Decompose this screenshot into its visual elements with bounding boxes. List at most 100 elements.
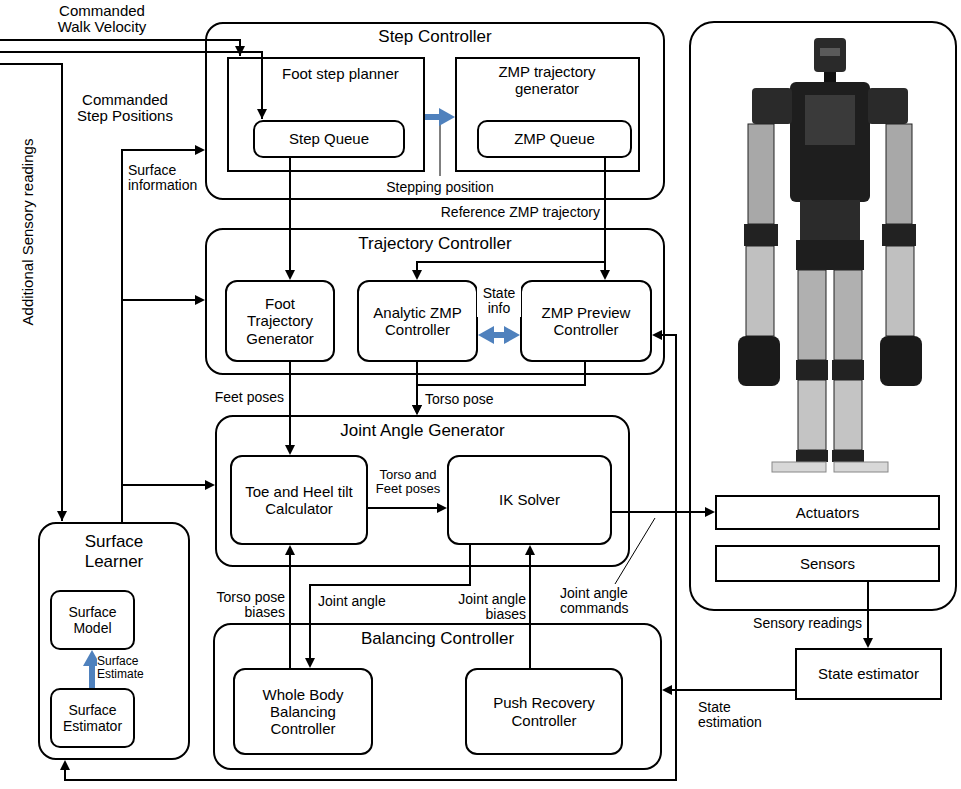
block-arrow — [494, 332, 504, 338]
robot-head — [814, 38, 846, 72]
edge-label: Surface information — [128, 163, 203, 194]
edge-label: Stepping position — [386, 180, 493, 195]
label-holder: Commanded Walk Velocity — [48, 3, 156, 36]
connector-arrow — [289, 158, 291, 270]
edge-label-holder: Surface Estimate — [97, 655, 153, 682]
connector-arrow — [122, 300, 195, 522]
group-box: Foot step plannerStep Queue — [227, 57, 425, 172]
edge-label-holder: Joint angle biases — [448, 592, 526, 623]
robot-thigh — [798, 270, 826, 360]
process-box: Foot Trajectory Generator — [225, 280, 335, 362]
edge-label: Torso and Feet poses — [370, 468, 446, 497]
process-box: ZMP Queue — [477, 120, 632, 158]
robot-shoulder — [868, 88, 908, 124]
edge-label-holder: Torso and Feet poses — [370, 468, 446, 497]
edge-label: Joint angle biases — [448, 592, 526, 623]
edge-label: Reference ZMP trajectory — [441, 205, 600, 220]
process-box: Surface Estimator — [50, 688, 135, 748]
robot-ankle — [832, 450, 864, 462]
edge-label: Joint angle commands — [560, 586, 652, 617]
edge-label-holder: Torso pose — [425, 390, 509, 408]
robot-hand — [880, 336, 922, 386]
process-box: Step Queue — [253, 120, 405, 158]
edge-label: Surface Estimate — [97, 655, 153, 681]
group-box: ZMP trajectory generatorZMP Queue — [455, 57, 640, 172]
robot-waist — [800, 200, 860, 240]
connector-arrow — [417, 158, 605, 270]
connector-arrow — [122, 485, 205, 522]
edge-label-holder: Feet poses — [198, 388, 284, 406]
connector-arrow — [867, 582, 869, 638]
process-box: IK Solver — [447, 455, 612, 545]
robot-panel — [690, 22, 956, 610]
edge-label: State estimation — [698, 700, 780, 731]
group-box: Step ControllerFoot step plannerStep Que… — [205, 22, 665, 200]
process-box: Push Recovery Controller — [465, 668, 623, 755]
robot-hand — [738, 336, 780, 386]
edge-label-holder: Stepping position — [382, 178, 498, 196]
robot-arm — [886, 124, 912, 224]
input-arrow — [0, 64, 62, 521]
robot-elbow — [744, 224, 778, 246]
edge-label: Sensory readings — [753, 616, 862, 631]
edge-label-holder: Joint angle commands — [560, 586, 652, 617]
input-label: Commanded Step Positions — [68, 92, 182, 124]
box-label: ZMP Preview Controller — [526, 304, 646, 339]
group-box: Trajectory ControllerFoot Trajectory Gen… — [205, 228, 665, 375]
group-box: Balancing ControllerWhole Body Balancing… — [213, 623, 662, 770]
input-label: Additional Sensory readings — [20, 139, 36, 326]
block-arrow — [89, 666, 95, 688]
robot-foot — [772, 462, 826, 472]
group-title: Foot step planner — [282, 59, 422, 82]
group-box: Surface LearnerSurface ModelSurface Esti… — [38, 522, 190, 760]
box-label: State estimator — [818, 665, 919, 682]
robot-torso — [790, 82, 870, 202]
connector-arrow — [289, 555, 291, 668]
process-box: Surface Model — [50, 590, 135, 650]
process-box: State estimator — [795, 648, 942, 700]
box-label: Toe and Heel tilt Calculator — [236, 483, 362, 518]
box-label: Actuators — [796, 504, 859, 521]
box-label: IK Solver — [499, 491, 560, 508]
robot-hip — [796, 240, 864, 270]
process-box: Sensors — [715, 545, 940, 582]
robot-neck — [824, 72, 836, 82]
edge-label-holder: Reference ZMP trajectory — [428, 203, 600, 221]
process-box: Analytic ZMP Controller — [357, 280, 478, 362]
robot-knee — [832, 360, 864, 380]
box-label: Push Recovery Controller — [471, 694, 617, 729]
edge-label: State info — [477, 286, 521, 317]
box-label: Analytic ZMP Controller — [363, 304, 472, 339]
process-box: Toe and Heel tilt Calculator — [230, 455, 368, 545]
robot-shin — [834, 380, 862, 450]
edge-label: Torso pose — [425, 392, 493, 407]
box-label: Step Queue — [289, 130, 369, 147]
connector-arrow — [529, 555, 531, 668]
leader-line — [440, 125, 441, 176]
robot-shoulder — [752, 88, 792, 124]
edge-label-holder: Joint angle — [318, 592, 410, 610]
edge-label-holder: State info — [477, 286, 521, 317]
robot-thigh — [834, 270, 862, 360]
box-label: Whole Body Balancing Controller — [239, 686, 367, 738]
robot-foot — [834, 462, 888, 472]
input-arrow — [0, 40, 240, 56]
group-title: Balancing Controller — [215, 625, 660, 649]
process-box: Actuators — [715, 495, 940, 530]
group-title: Step Controller — [207, 24, 663, 47]
label-holder: Additional Sensory readings — [19, 132, 37, 332]
connector-arrow — [122, 150, 195, 522]
group-title: Trajectory Controller — [207, 230, 663, 254]
box-label: Foot Trajectory Generator — [231, 295, 329, 347]
process-box: Whole Body Balancing Controller — [233, 668, 373, 755]
edge-label-holder: Surface information — [128, 163, 203, 194]
group-title: ZMP trajectory generator — [487, 59, 607, 98]
group-title: Joint Angle Generator — [217, 417, 628, 441]
robot-chest — [805, 95, 855, 145]
connector-arrow — [65, 690, 795, 780]
label-holder: Commanded Step Positions — [68, 92, 182, 125]
edge-label-holder: Torso pose biases — [201, 590, 285, 621]
box-label: Sensors — [800, 555, 855, 572]
robot-shin — [798, 380, 826, 450]
